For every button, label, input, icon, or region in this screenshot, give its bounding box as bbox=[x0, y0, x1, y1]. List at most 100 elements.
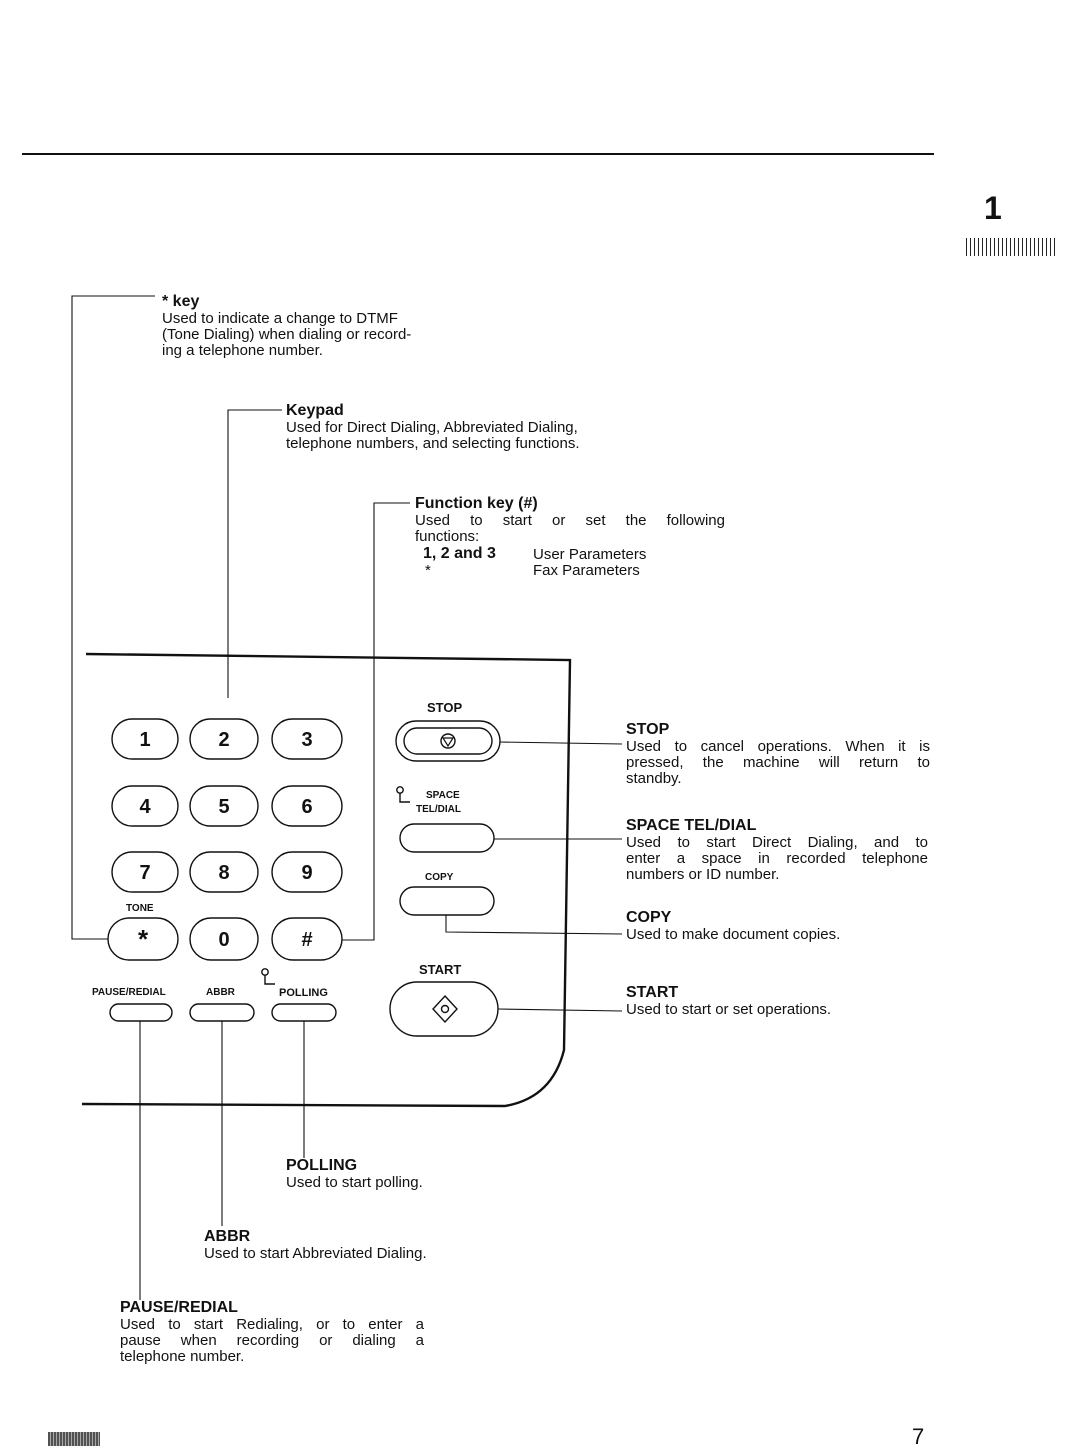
callout-line: Used to make document copies. bbox=[626, 926, 841, 943]
leader-copy bbox=[445, 915, 623, 935]
start-button bbox=[389, 981, 499, 1037]
tel-dial-label: TEL/DIAL bbox=[416, 804, 461, 815]
callout-title: SPACE TEL/DIAL bbox=[626, 817, 757, 834]
callout-line: Used to start Redialing, or to enter a bbox=[120, 1316, 424, 1333]
function-row: * Fax Parameters bbox=[415, 563, 725, 581]
start-icon bbox=[432, 994, 458, 1024]
key-0 bbox=[189, 917, 259, 961]
abbr-label: ABBR bbox=[206, 987, 236, 998]
leader-function-key bbox=[342, 502, 410, 941]
callout-function-key: Function key (#) Used to start or set th… bbox=[415, 495, 725, 581]
scan-mark bbox=[48, 1432, 100, 1446]
page-number: 7 bbox=[912, 1424, 925, 1449]
stop-button-outer bbox=[395, 720, 501, 762]
key-label-1: 1 bbox=[139, 729, 150, 751]
callout-title: STOP bbox=[626, 721, 670, 738]
callout-title: POLLING bbox=[286, 1157, 358, 1174]
callout-line: Used to start Abbreviated Dialing. bbox=[204, 1245, 427, 1262]
callout-line: Used to start or set operations. bbox=[626, 1001, 832, 1018]
function-row-key: * bbox=[425, 562, 431, 579]
pause-redial-label: PAUSE/REDIAL bbox=[92, 987, 166, 998]
key-label-3: 3 bbox=[301, 729, 312, 751]
callout-title: Function key (#) bbox=[415, 495, 538, 512]
function-row: 1, 2 and 3 User Parameters bbox=[415, 545, 725, 563]
callout-line: ing a telephone number. bbox=[162, 342, 323, 359]
key-1 bbox=[111, 718, 179, 760]
callout-space-tel-dial: SPACE TEL/DIAL Used to start Direct Dial… bbox=[626, 817, 928, 883]
callout-line: Used to cancel operations. When it is bbox=[626, 738, 930, 755]
leader-stop bbox=[499, 741, 623, 745]
key-label-hash: # bbox=[301, 929, 312, 951]
panel-outline bbox=[81, 652, 572, 1108]
callout-start: START Used to start or set operations. bbox=[626, 984, 926, 1018]
chapter-number: 1 bbox=[984, 190, 1002, 226]
key-label-star: * bbox=[138, 924, 149, 954]
callout-line: enter a space in recorded telephone bbox=[626, 850, 928, 867]
key-label-9: 9 bbox=[301, 862, 312, 884]
chapter-tab-marks bbox=[966, 238, 1058, 256]
callout-pause-redial: PAUSE/REDIAL Used to start Redialing, or… bbox=[120, 1299, 424, 1365]
key-8 bbox=[189, 851, 259, 893]
key-label-8: 8 bbox=[218, 862, 229, 884]
start-label: START bbox=[419, 962, 461, 977]
key-hash bbox=[271, 917, 343, 961]
key-6 bbox=[271, 785, 343, 827]
stop-button-inner bbox=[403, 727, 493, 755]
leader-keypad bbox=[227, 409, 282, 698]
callout-line: functions: bbox=[415, 528, 480, 545]
key-9 bbox=[271, 851, 343, 893]
callout-line: Used to start or set the following bbox=[415, 512, 725, 529]
key-7 bbox=[111, 851, 179, 893]
function-row-key: 1, 2 and 3 bbox=[423, 545, 496, 562]
header-rule bbox=[22, 153, 934, 155]
key-4 bbox=[111, 785, 179, 827]
key-label-7: 7 bbox=[139, 862, 150, 884]
callout-line: standby. bbox=[626, 770, 682, 787]
callout-line: telephone numbers, and selecting functio… bbox=[286, 435, 580, 452]
callout-line: numbers or ID number. bbox=[626, 866, 780, 883]
key-label-4: 4 bbox=[139, 796, 151, 818]
keypad-keys bbox=[107, 718, 343, 961]
function-row-desc: Fax Parameters bbox=[533, 562, 640, 579]
key-5 bbox=[189, 785, 259, 827]
tone-label: TONE bbox=[126, 903, 154, 914]
leader-start bbox=[497, 1008, 623, 1012]
callout-line: Used for Direct Dialing, Abbreviated Dia… bbox=[286, 419, 578, 436]
copy-label: COPY bbox=[425, 872, 454, 883]
key-2 bbox=[189, 718, 259, 760]
space-label: SPACE bbox=[426, 790, 460, 801]
callout-copy: COPY Used to make document copies. bbox=[626, 909, 926, 943]
callout-line: Used to start polling. bbox=[286, 1174, 423, 1191]
callout-line: Used to indicate a change to DTMF bbox=[162, 310, 398, 327]
pause-redial-button bbox=[109, 1003, 173, 1022]
callout-abbr: ABBR Used to start Abbreviated Dialing. bbox=[204, 1228, 524, 1262]
callout-title: PAUSE/REDIAL bbox=[120, 1299, 238, 1316]
callout-polling: POLLING Used to start polling. bbox=[286, 1157, 586, 1191]
callout-stop: STOP Used to cancel operations. When it … bbox=[626, 721, 930, 787]
stop-icon bbox=[440, 733, 456, 749]
callout-line: telephone number. bbox=[120, 1348, 245, 1365]
callout-star-key: * key Used to indicate a change to DTMF … bbox=[162, 293, 492, 359]
key-label-6: 6 bbox=[301, 796, 312, 818]
callout-title: COPY bbox=[626, 909, 672, 926]
callout-line: Used to start Direct Dialing, and to bbox=[626, 834, 928, 851]
callout-title: ABBR bbox=[204, 1228, 251, 1245]
callout-title: Keypad bbox=[286, 402, 344, 419]
key-3 bbox=[271, 718, 343, 760]
stop-label: STOP bbox=[427, 700, 462, 715]
key-label-5: 5 bbox=[218, 796, 229, 818]
callout-line: pressed, the machine will return to bbox=[626, 754, 930, 771]
function-row-desc: User Parameters bbox=[533, 546, 647, 563]
key-label-2: 2 bbox=[218, 729, 229, 751]
tel-dial-button bbox=[399, 823, 495, 853]
callout-line: (Tone Dialing) when dialing or record- bbox=[162, 326, 412, 343]
callout-keypad: Keypad Used for Direct Dialing, Abbrevia… bbox=[286, 402, 666, 452]
polling-button bbox=[271, 1003, 337, 1022]
leader-star-key bbox=[71, 295, 155, 940]
abbr-button bbox=[189, 1003, 255, 1022]
copy-button bbox=[399, 886, 495, 916]
polling-label: POLLING bbox=[279, 987, 328, 999]
callout-line: pause when recording or dialing a bbox=[120, 1332, 424, 1349]
callout-title: START bbox=[626, 984, 679, 1001]
